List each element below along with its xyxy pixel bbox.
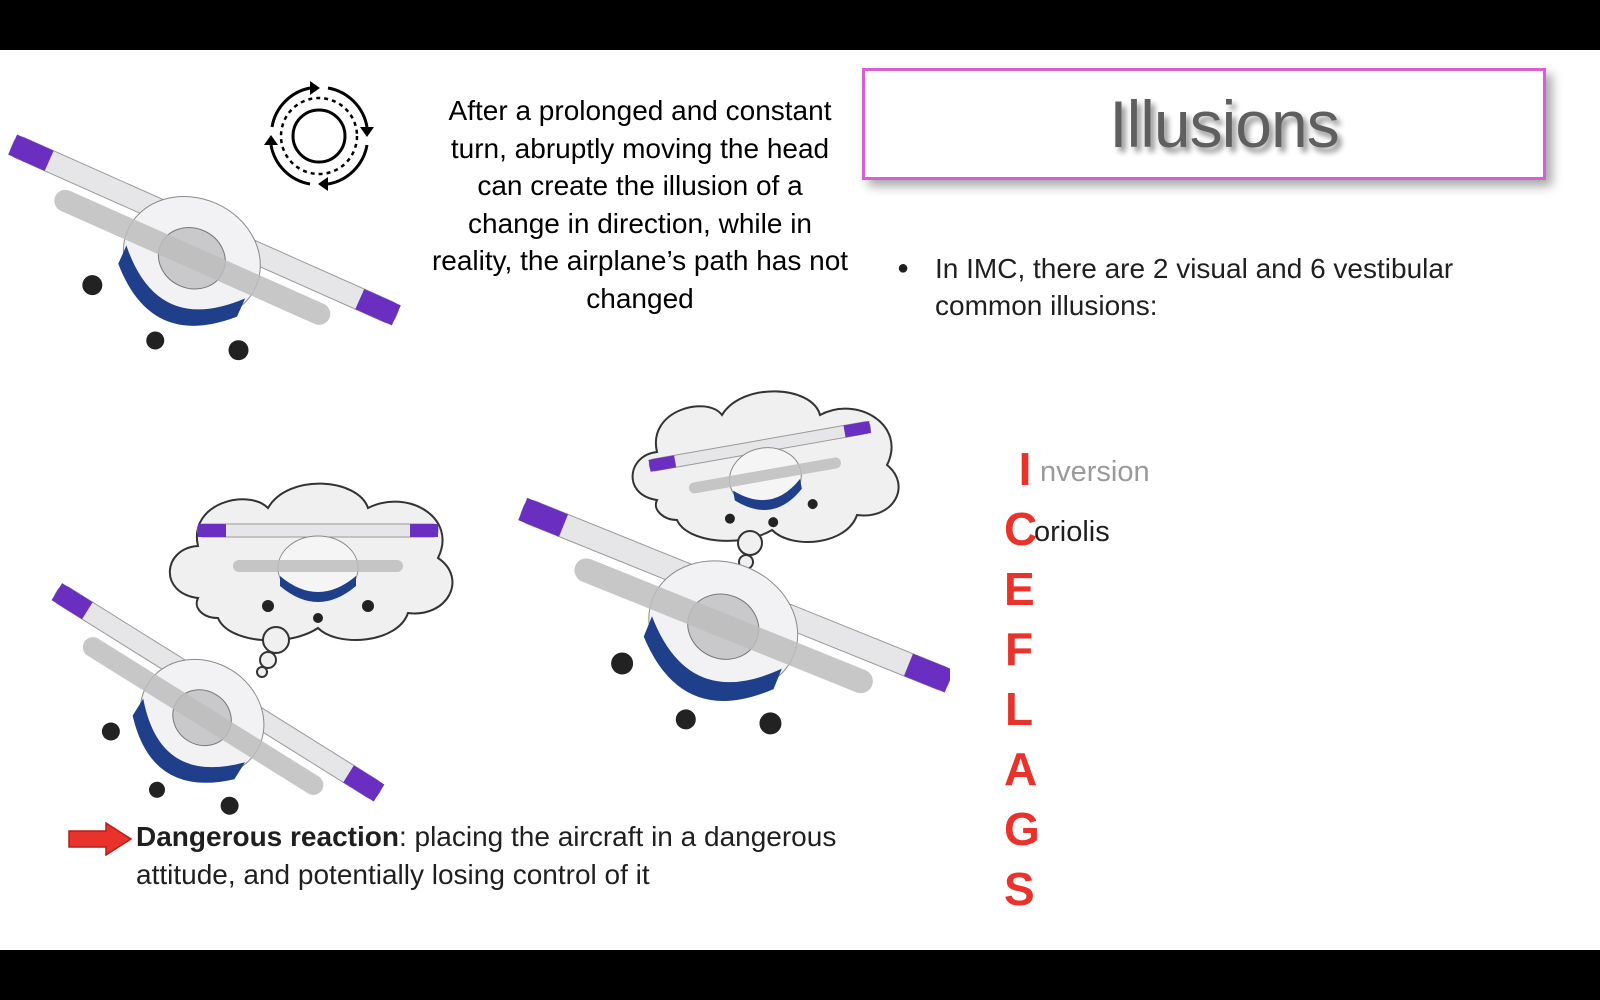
mnemonic-letter: S — [1004, 863, 1035, 915]
mnemonic-item: A — [1004, 742, 1038, 802]
turn-arrows-icon — [264, 81, 374, 191]
mnemonic-item: Coriolis — [1004, 502, 1110, 562]
note-bold-label: Dangerous reaction — [136, 821, 399, 852]
airplane-icon — [8, 134, 401, 361]
note-text: : placing the aircraft in a dangerous at… — [136, 821, 837, 890]
mnemonic-item: S — [1004, 862, 1035, 922]
mnemonic-word: oriolis — [1034, 516, 1110, 548]
mnemonic-letter: L — [1004, 683, 1034, 735]
mnemonic-letter: I — [1018, 443, 1032, 495]
airplane-icon — [51, 583, 385, 815]
bullet-item: In IMC, there are 2 visual and 6 vestibu… — [897, 250, 1557, 324]
mnemonic-item: G — [1004, 802, 1040, 862]
mnemonic-word: nversion — [1040, 456, 1150, 488]
arrow-right-icon — [68, 822, 132, 856]
mnemonic-letter: E — [1004, 563, 1035, 615]
description-text: After a prolonged and constant turn, abr… — [431, 95, 849, 314]
mnemonic-item: F — [1004, 622, 1034, 682]
bullet-list: In IMC, there are 2 visual and 6 vestibu… — [897, 250, 1557, 324]
slide: After a prolonged and constant turn, abr… — [0, 50, 1600, 950]
airplane-icon — [518, 497, 950, 735]
mnemonic-letter: A — [1004, 743, 1038, 795]
slide-title: Illusions — [1109, 87, 1339, 161]
mnemonic-item: L — [1004, 682, 1034, 742]
dangerous-reaction-note: Dangerous reaction: placing the aircraft… — [136, 818, 896, 893]
title-box: Illusions — [862, 68, 1546, 180]
thought-cloud-icon — [631, 390, 900, 570]
mnemonic-letter: F — [1004, 623, 1034, 675]
mnemonic-letter: G — [1004, 803, 1040, 855]
mnemonic-letter: C — [1004, 503, 1038, 555]
mnemonic-item: E — [1004, 562, 1035, 622]
thought-cloud-icon — [168, 482, 454, 678]
